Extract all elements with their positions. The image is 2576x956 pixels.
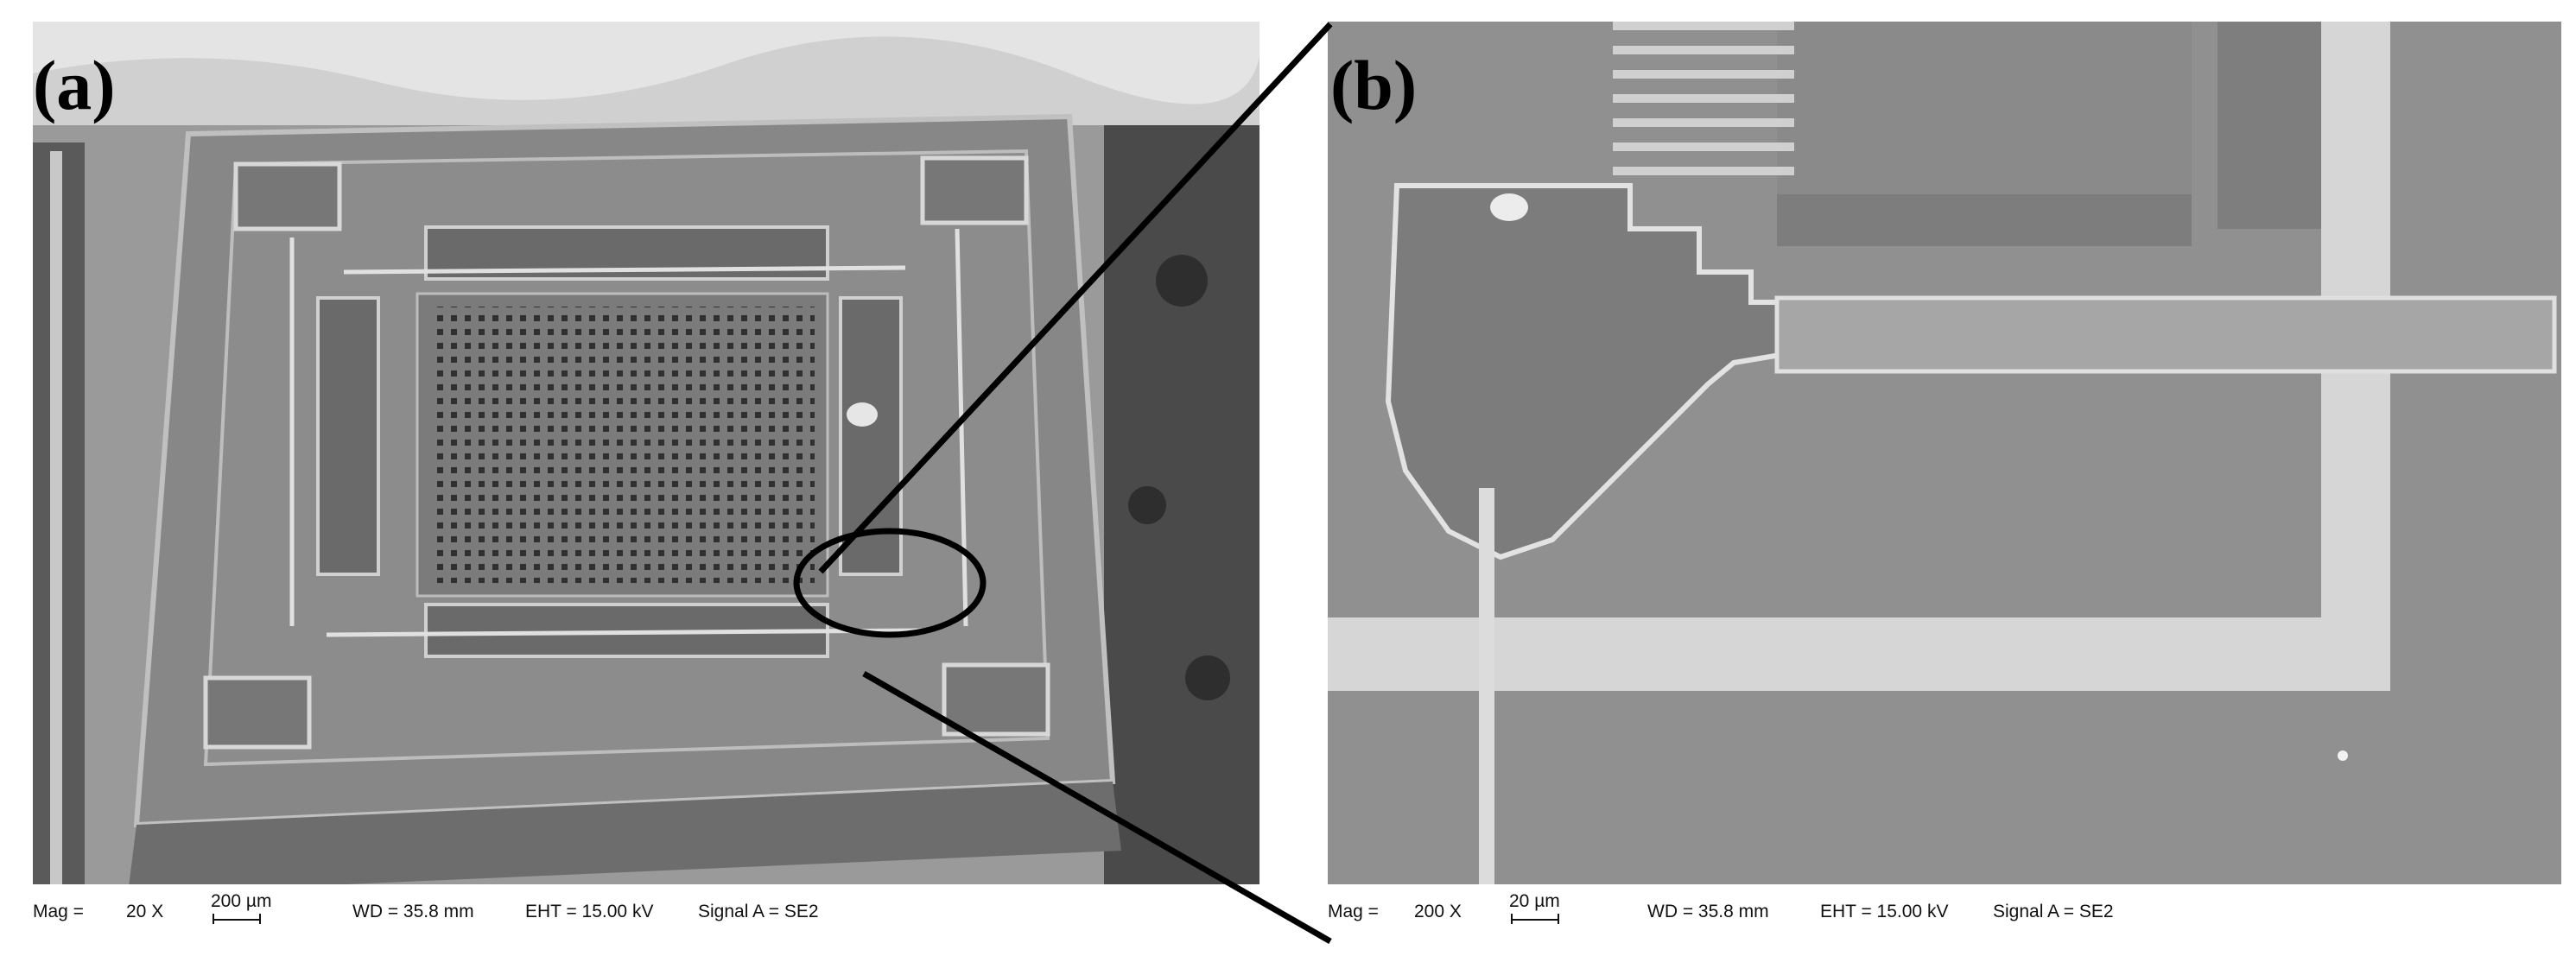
eht-b: EHT = 15.00 kV	[1820, 902, 1949, 921]
spring-closeup-graphic	[1328, 22, 2561, 902]
info-bar-a: Mag = 20 X 200 µm WD = 35.8 mm EHT = 15.…	[33, 884, 1259, 933]
signal-b: Signal A = SE2	[1993, 902, 2114, 921]
scale-label-a: 200 µm	[211, 891, 272, 911]
eht-a: EHT = 15.00 kV	[525, 902, 654, 921]
mag-value-a: 20 X	[126, 902, 164, 921]
info-bar-b: Mag = 200 X 20 µm WD = 35.8 mm EHT = 15.…	[1328, 884, 2561, 933]
scale-label-b: 20 µm	[1509, 891, 1560, 911]
highlight-ellipse	[793, 528, 987, 638]
wd-b: WD = 35.8 mm	[1647, 902, 1769, 921]
wd-a: WD = 35.8 mm	[352, 902, 474, 921]
panel-label-a: (a)	[33, 46, 116, 124]
panel-label-b: (b)	[1330, 46, 1418, 124]
mag-label-a: Mag =	[33, 902, 84, 921]
sem-image-a	[33, 22, 1259, 902]
mag-label-b: Mag =	[1328, 902, 1379, 921]
signal-a: Signal A = SE2	[698, 902, 819, 921]
sem-image-b	[1328, 22, 2561, 902]
mag-value-b: 200 X	[1414, 902, 1462, 921]
